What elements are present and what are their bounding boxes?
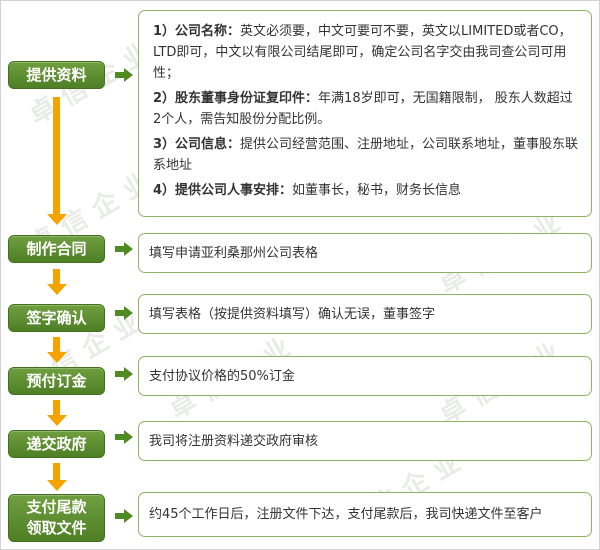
step-description-box: 填写申请亚利桑那州公司表格 bbox=[138, 233, 592, 273]
detail-company-info: 3）公司信息：提供公司经营范围、注册地址，公司联系地址，董事股东联系地址 bbox=[153, 134, 579, 176]
arrow-down-icon bbox=[47, 463, 67, 491]
step-description-box: 约45个工作日后，注册文件下达，支付尾款后，我司快递文件至客户 bbox=[138, 492, 592, 537]
step-description-box: 我司将注册资料递交政府审核 bbox=[138, 421, 592, 461]
detail-key: 4）提供公司人事安排： bbox=[153, 183, 293, 198]
step-make-contract: 制作合同 bbox=[8, 235, 105, 263]
step-description-box: 支付协议价格的50%订金 bbox=[138, 356, 592, 396]
detail-key: 3）公司信息： bbox=[153, 137, 241, 152]
step-description: 支付协议价格的50%订金 bbox=[149, 368, 295, 384]
arrow-down-icon bbox=[47, 97, 67, 225]
step-provide-materials: 提供资料 bbox=[8, 61, 105, 89]
materials-detail-box: 1）公司名称：英文必须要，中文可要可不要，英文以LIMITED或者CO，LTD即… bbox=[138, 10, 592, 217]
step-label-line: 支付尾款 bbox=[26, 498, 87, 516]
detail-text: 提供公司经营范围、注册地址，公司联系地址，董事股东联系地址 bbox=[153, 137, 579, 173]
detail-id-copies: 2）股东董事身份证复印件：年满18岁即可，无国籍限制， 股东人数超过2个人，需告… bbox=[153, 88, 579, 130]
arrow-right-icon bbox=[115, 430, 133, 444]
step-label-line: 领取文件 bbox=[26, 519, 87, 537]
arrow-right-icon bbox=[115, 367, 133, 381]
arrow-right-icon bbox=[115, 306, 133, 320]
detail-text: 如董事长，秘书，财务长信息 bbox=[292, 183, 462, 198]
step-description: 填写申请亚利桑那州公司表格 bbox=[149, 245, 319, 261]
detail-text: 英文必须要，中文可要可不要，英文以LIMITED或者CO，LTD即可，中文以有限… bbox=[153, 24, 572, 81]
arrow-down-icon bbox=[47, 269, 67, 295]
arrow-right-icon bbox=[115, 509, 133, 523]
step-description: 约45个工作日后，注册文件下达，支付尾款后，我司快递文件至客户 bbox=[149, 507, 543, 522]
detail-company-name: 1）公司名称：英文必须要，中文可要可不要，英文以LIMITED或者CO，LTD即… bbox=[153, 21, 579, 84]
arrow-down-icon bbox=[47, 337, 67, 363]
step-final-payment: 支付尾款 领取文件 bbox=[8, 494, 105, 542]
step-description-box: 填写表格（按提供资料填写）确认无误，董事签字 bbox=[138, 294, 592, 334]
detail-key: 2）股东董事身份证复印件： bbox=[153, 91, 319, 106]
detail-text: 年满18岁即可，无国籍限制， 股东人数超过2个人，需告知股份分配比例。 bbox=[153, 91, 573, 127]
arrow-right-icon bbox=[115, 68, 133, 82]
step-description: 我司将注册资料递交政府审核 bbox=[149, 433, 319, 449]
detail-personnel: 4）提供公司人事安排：如董事长，秘书，财务长信息 bbox=[153, 180, 579, 201]
arrow-down-icon bbox=[47, 400, 67, 426]
arrow-right-icon bbox=[115, 242, 133, 256]
step-sign-confirm: 签字确认 bbox=[8, 304, 105, 332]
detail-key: 1）公司名称： bbox=[153, 24, 241, 39]
step-submit-government: 递交政府 bbox=[8, 430, 105, 458]
step-description: 填写表格（按提供资料填写）确认无误，董事签字 bbox=[149, 306, 436, 322]
step-deposit: 预付订金 bbox=[8, 367, 105, 395]
